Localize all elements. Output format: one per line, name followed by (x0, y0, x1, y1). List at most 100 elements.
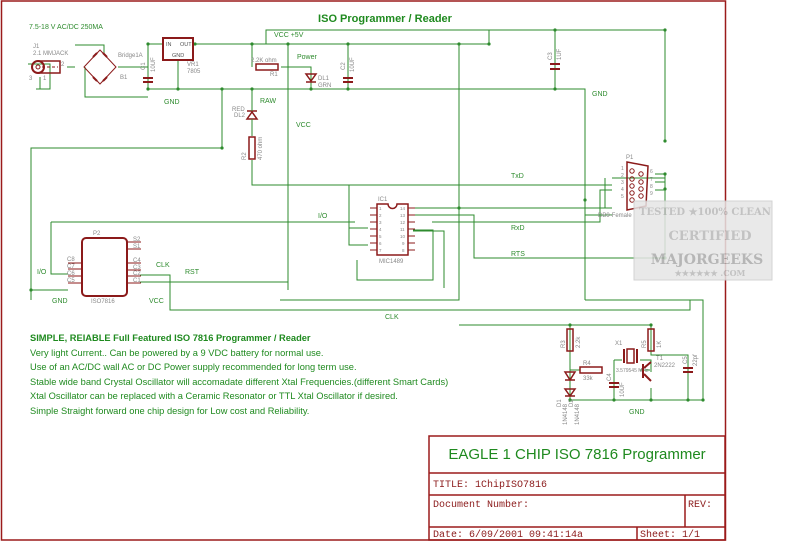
p2-pin-c6: C6 (67, 271, 75, 277)
p1-value: DB9-Female (598, 213, 632, 219)
ic1-pin: 5 (379, 234, 382, 239)
net-label-gnd-2: GND (592, 91, 608, 98)
ic1-pin: 4 (379, 227, 382, 232)
c2-capacitor: C2 10UF (341, 57, 356, 83)
ic1-pin: 14 (400, 206, 406, 211)
dl1-name: DL1 (318, 76, 330, 82)
p2-pin-c2: C2 (133, 271, 141, 277)
vr1-gnd-pin: GND (172, 53, 184, 59)
oscillator-circuit: R3 2.2k D1 1N4148 D2 1N4148 R4 33k C4 10… (557, 328, 699, 425)
title-block-sheet: Sheet: 1/1 (640, 529, 700, 541)
c1-name: C1 (141, 62, 147, 70)
ic1-pin: 1 (379, 206, 382, 211)
wires (28, 29, 704, 401)
vr1-out-pin: OUT (180, 42, 192, 48)
r1-value: 2.2K ohm (251, 58, 277, 64)
j1-power-jack: J1 2.1 MMJACK 3 1 2 (29, 44, 68, 82)
t1-name: T1 (656, 356, 664, 362)
schematic-title: ISO Programmer / Reader (318, 13, 453, 25)
c4-name: C4 (607, 373, 613, 381)
bridge-rectifier: Bridge1A B1 (83, 49, 143, 85)
r3-value: 2.2k (576, 336, 582, 348)
ic1-pin: 10 (400, 234, 406, 239)
p2-pin-c7: C7 (67, 264, 75, 270)
c3-capacitor: C3 1UF (548, 48, 563, 70)
p2-name: P2 (93, 231, 101, 237)
j1-pin-1: 1 (43, 76, 47, 82)
p1-pin-4: 4 (621, 187, 624, 193)
vr1-regulator: IN OUT GND VR1 7805 (162, 37, 201, 75)
r2-resistor: R2 470 ohm (242, 136, 264, 160)
note-line: Simple Straight forward one chip design … (30, 406, 309, 416)
r1-resistor: 2.2K ohm R1 (251, 58, 279, 78)
majorgeeks-watermark: TESTED ★100% CLEAN CERTIFIED MAJORGEEKS … (633, 200, 773, 281)
ic1-pin: 12 (400, 220, 406, 225)
p1-pin-8: 8 (650, 184, 653, 190)
t1-value: 2N2222 (654, 363, 676, 369)
r1-name: R1 (270, 72, 278, 78)
r4-value: 33k (583, 376, 594, 382)
ic1-pin: 9 (402, 241, 405, 246)
ic1-pin: 3 (379, 220, 382, 225)
r2-value: 470 ohm (258, 137, 264, 160)
net-label-gnd-4: GND (629, 409, 645, 416)
p1-pin-6: 6 (650, 169, 653, 175)
junctions (29, 28, 705, 402)
net-label-gnd: GND (164, 99, 180, 106)
net-label-txd: TxD (511, 173, 524, 180)
dl1-value: GRN (318, 83, 331, 89)
vr1-value: 7805 (187, 69, 201, 75)
title-block-rev: REV: (688, 500, 712, 511)
title-block-document-number: Document Number: (433, 499, 529, 511)
d1-name: D1 (557, 399, 563, 407)
dl2-raw-led: RAW RED DL2 (232, 98, 276, 136)
note-line: Stable wide band Crystal Oscillator will… (30, 377, 448, 387)
title-block: EAGLE 1 CHIP ISO 7816 Programmer TITLE: … (428, 435, 726, 541)
p2-pin-c5: C5 (67, 278, 75, 284)
j1-name: J1 (33, 44, 40, 50)
design-notes: SIMPLE, REIABLE Full Featured ISO 7816 P… (30, 333, 448, 416)
p1-pin-9: 9 (650, 191, 653, 197)
x1-name: X1 (615, 341, 623, 347)
ic1-value: MIC1489 (379, 259, 404, 265)
note-line: SIMPLE, REIABLE Full Featured ISO 7816 P… (30, 333, 311, 343)
p1-pin-1: 1 (621, 166, 624, 172)
ic1-pin: 13 (400, 213, 406, 218)
c5-name: C5 (683, 356, 689, 364)
c2-name: C2 (341, 62, 347, 70)
title-block-title: TITLE: 1ChipISO7816 (433, 479, 547, 491)
r4-name: R4 (583, 361, 591, 367)
net-label-vcc-2: VCC (149, 298, 164, 305)
d1-value: 1N4148 (563, 403, 569, 425)
p2-pin-c1: C1 (133, 278, 141, 284)
net-label-vcc5: VCC +5V (274, 32, 304, 39)
d2-name: D2 (569, 399, 575, 407)
r3-name: R3 (561, 340, 567, 348)
p2-iso7816-socket: C8 C7 C6 C5 S2 S1 C4 C3 C2 C1 P2 ISO7816 (67, 231, 141, 305)
p1-name: P1 (626, 155, 634, 161)
net-label-rxd: RxD (511, 225, 525, 232)
watermark-line: ★★★★★★ .COM (675, 268, 746, 278)
j1-pin-2: 2 (61, 62, 65, 68)
c2-value: 10UF (350, 57, 356, 72)
p2-pin-s1: S1 (133, 244, 141, 250)
power-input-label: 7.5-18 V AC/DC 250MA (29, 24, 103, 31)
bridge-ref: B1 (120, 75, 128, 81)
vr1-name: VR1 (187, 62, 199, 68)
p1-pin-2: 2 (621, 173, 624, 179)
note-line: Xtal Oscillator can be replaced with a C… (30, 391, 398, 401)
watermark-line: TESTED ★100% CLEAN (639, 207, 771, 218)
ic1-pin: 2 (379, 213, 382, 218)
p1-pin-3: 3 (621, 180, 624, 186)
dl1-label: Power (297, 54, 318, 61)
r5-value: 1K (657, 341, 663, 348)
title-block-date: Date: 6/09/2001 09:41:14a (433, 529, 583, 541)
p2-pin-s2: S2 (133, 237, 141, 243)
ic1-name: IC1 (378, 197, 388, 203)
dl2-value: RED (232, 107, 245, 113)
net-label-io-2: I/O (37, 269, 47, 276)
p1-pin-7: 7 (650, 177, 653, 183)
dl2-label: RAW (260, 98, 276, 105)
p1-pin-5: 5 (621, 194, 624, 200)
p2-pin-c4: C4 (133, 258, 141, 264)
